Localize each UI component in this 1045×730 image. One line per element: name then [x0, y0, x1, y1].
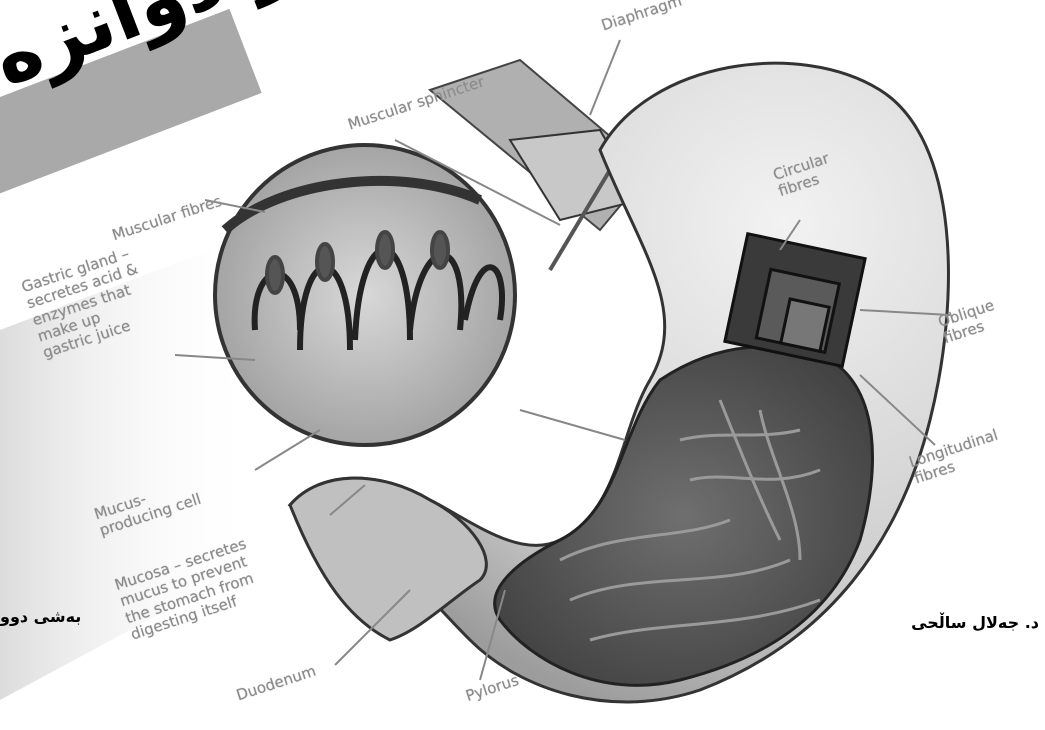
stomach-inner-wall — [495, 347, 873, 685]
author-caption: د. جەلال ساڵحی — [911, 613, 1039, 632]
part-caption: بەشی دوو — [0, 607, 81, 626]
